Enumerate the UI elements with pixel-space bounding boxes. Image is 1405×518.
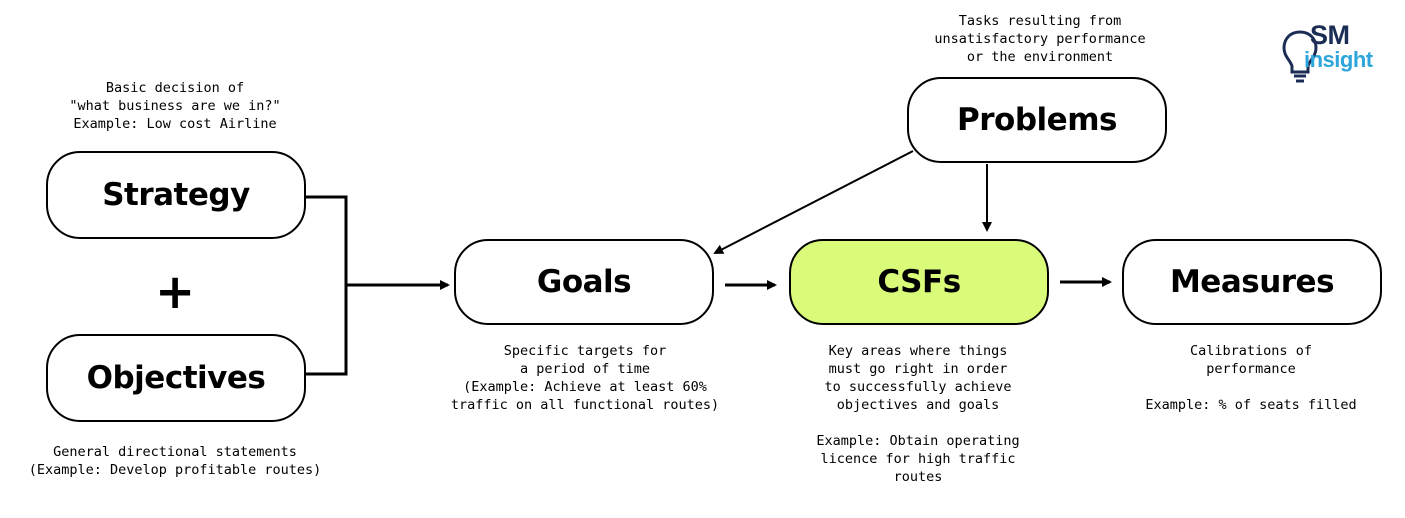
strategy-caption: Basic decision of "what business are we …: [69, 80, 281, 132]
logo-text-sm: SM: [1310, 20, 1350, 50]
csfs-node: CSFs: [789, 239, 1049, 325]
goals-node: Goals: [454, 239, 714, 325]
plus-sign: +: [155, 264, 196, 320]
objectives-node: Objectives: [46, 334, 306, 422]
goals-caption: Specific targets for a period of time (E…: [450, 343, 720, 413]
measures-caption: Calibrations of performance Example: % o…: [1145, 343, 1357, 413]
csfs-caption: Key areas where things must go right in …: [816, 343, 1020, 485]
strategy-bracket-line: [306, 195, 348, 376]
problems-to-goals-arrow: [713, 150, 914, 254]
lightbulb-icon: [1282, 30, 1318, 83]
sm-insight-logo: SM insight: [1282, 20, 1392, 90]
logo-text-insight: insight: [1304, 47, 1373, 72]
problems-caption: Tasks resulting from unsatisfactory perf…: [934, 13, 1146, 65]
measures-node: Measures: [1122, 239, 1382, 325]
problems-node: Problems: [907, 77, 1167, 163]
strategy-node: Strategy: [46, 151, 306, 239]
objectives-caption: General directional statements (Example:…: [28, 444, 322, 478]
